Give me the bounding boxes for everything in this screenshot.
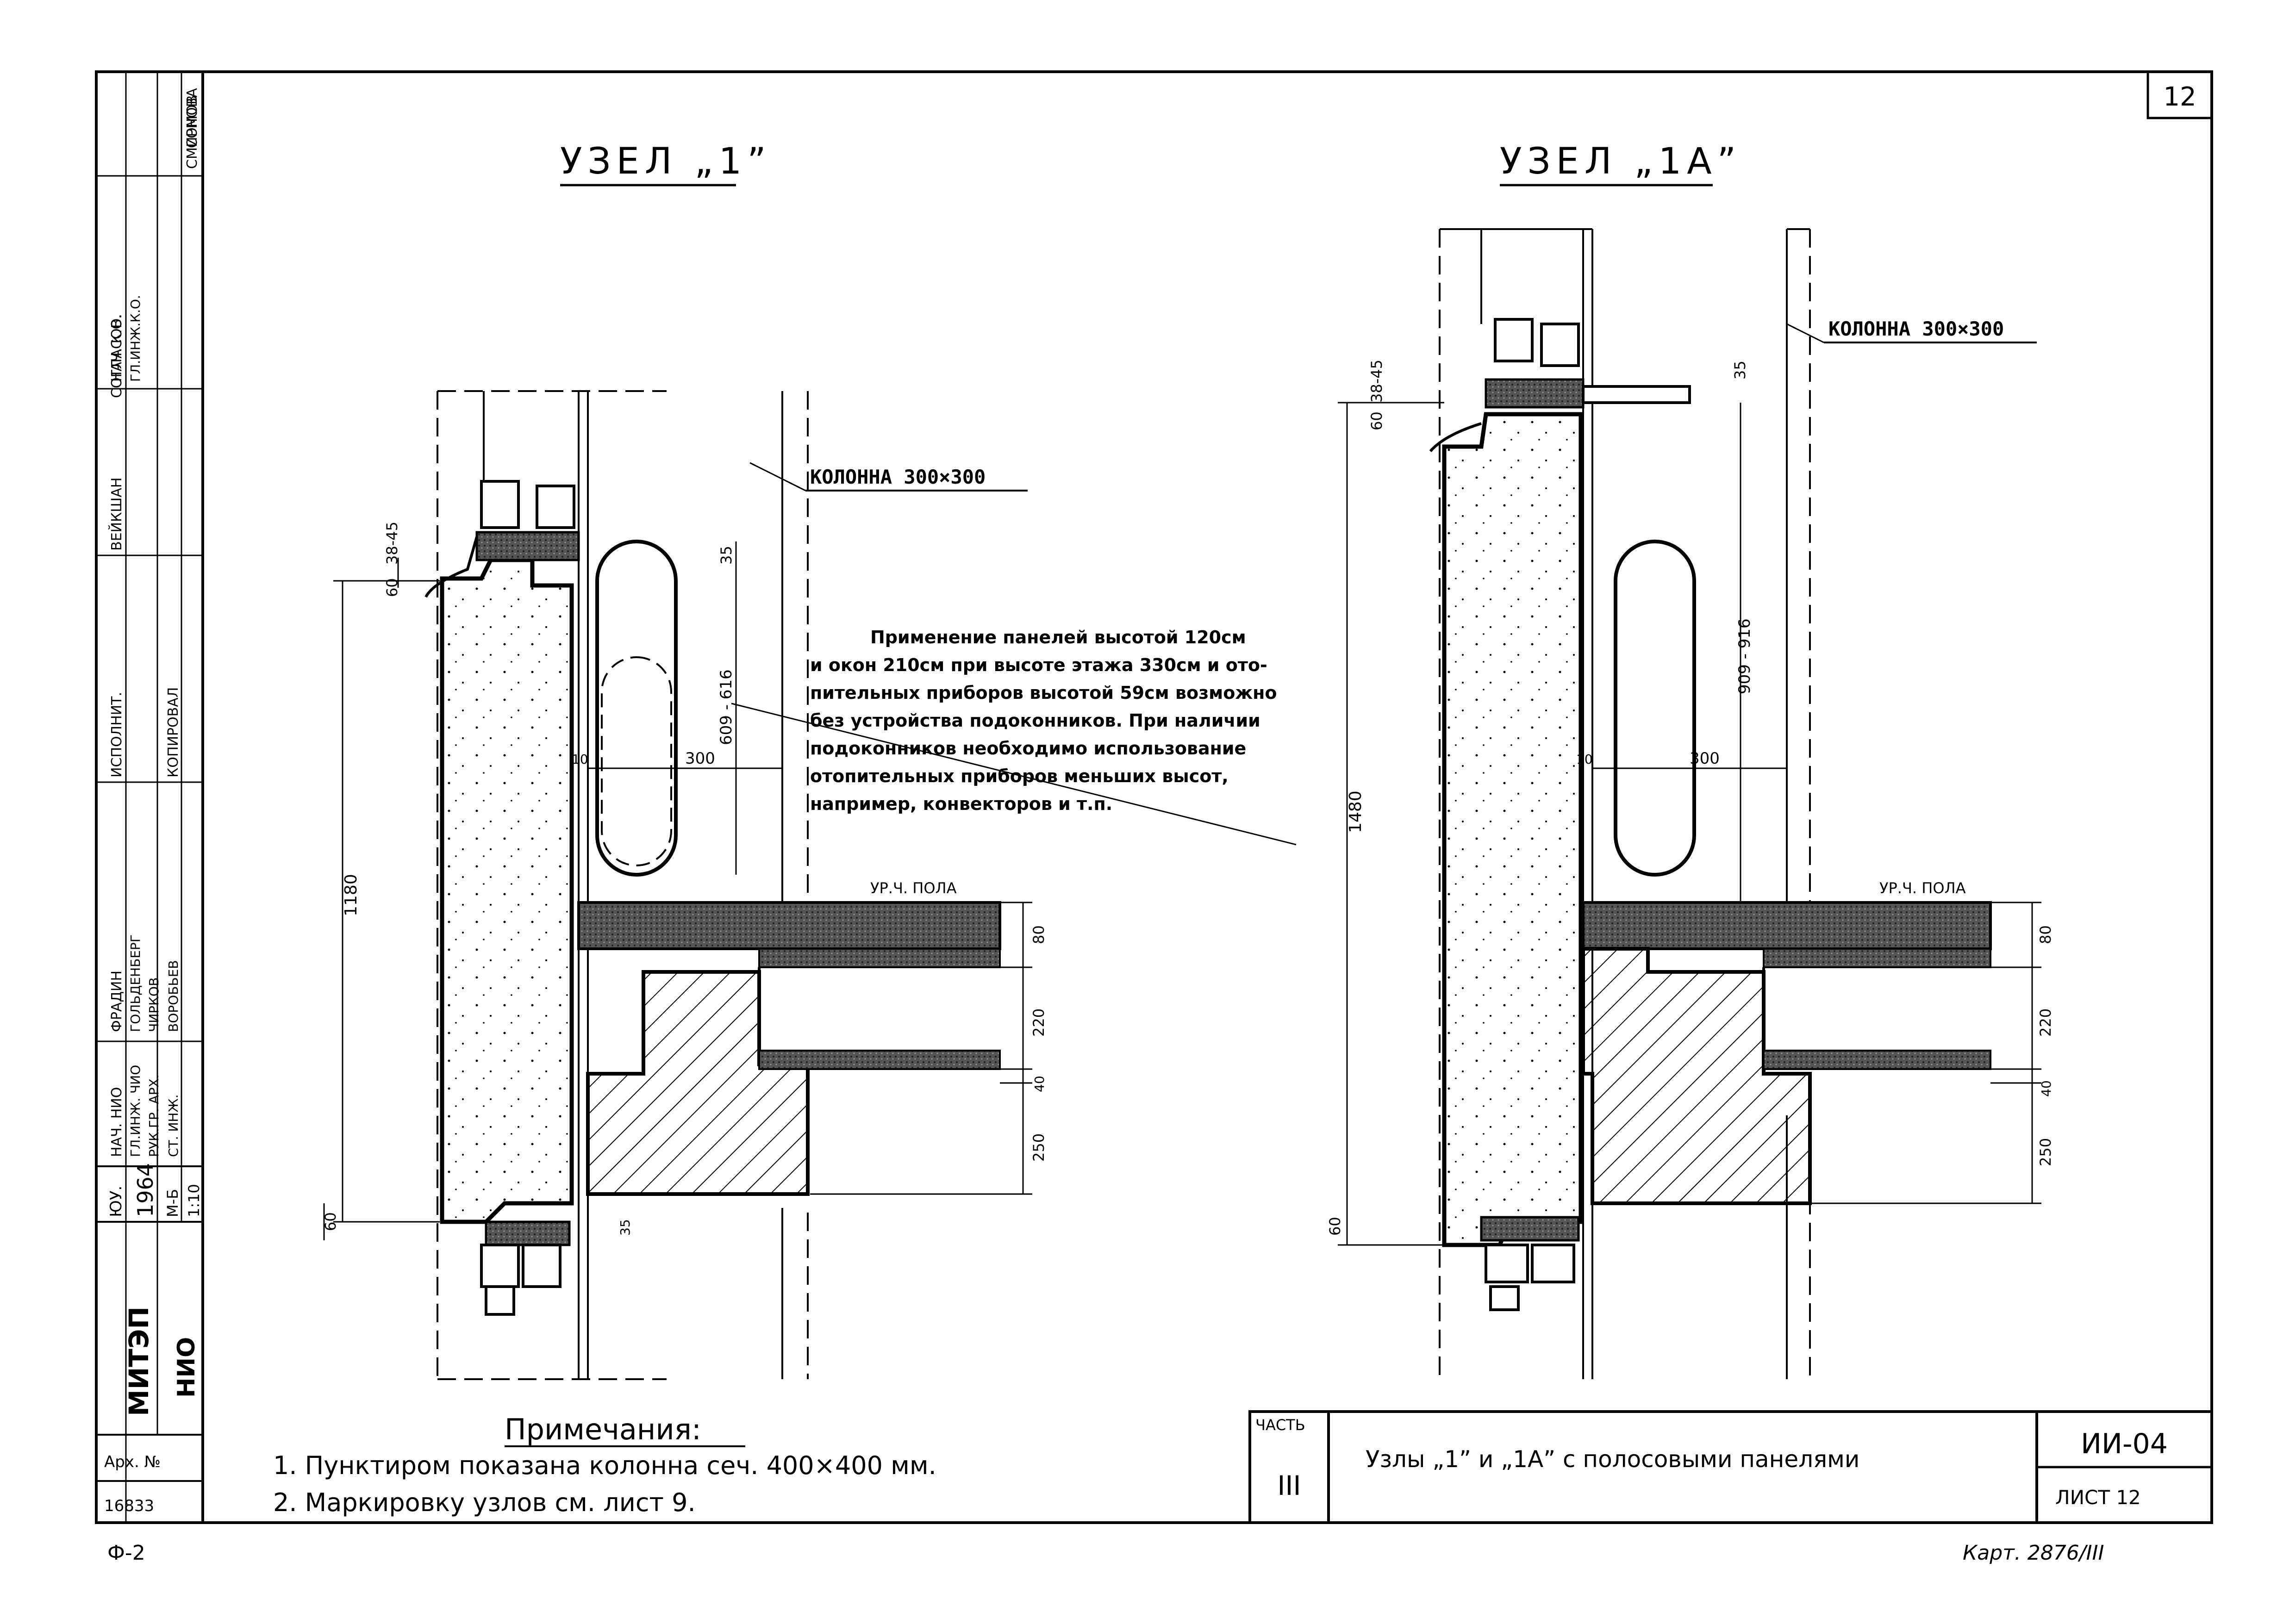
note-line-1: Применение панелей высотой 120см <box>870 627 1246 647</box>
footer-right-mark: Карт. 2876/III <box>1963 1541 2104 1565</box>
dim-300-right: 300 <box>1690 749 1720 768</box>
note-line-5: подоконников необходимо использование <box>810 738 1246 759</box>
stamp-scale-label: М-Б <box>164 1189 181 1217</box>
sheet-frame <box>95 70 2213 1524</box>
stamp-role-8: НАЧ. К.О. <box>109 314 125 382</box>
note-line-7: например, конвекторов и т.п. <box>810 794 1112 814</box>
node-right: УЗЕЛ „1А” <box>1326 141 2054 1379</box>
node-left: УЗЕЛ „1” <box>322 141 1297 1380</box>
dim-1180: 1180 <box>342 874 361 916</box>
stamp-name-7: ВЕЙКШАН <box>108 478 125 551</box>
stamp-role-9: ГЛ.ИНЖ.К.О. <box>128 295 143 382</box>
window-frame-bottom-left <box>480 1220 571 1316</box>
dim-250-right: 250 <box>2037 1138 2054 1166</box>
window-frame-bottom-right <box>1480 1216 1580 1311</box>
column-label-left: КОЛОННА 300×300 <box>810 466 986 488</box>
dim-38-45-right: 38-45 <box>1368 360 1385 403</box>
dim-80-left: 80 <box>1030 925 1048 944</box>
stamp-role-2: ГЛ.ИНЖ. ЧИО <box>128 1065 143 1157</box>
beam-left <box>586 970 810 1196</box>
stamp-name-4: ВОРОБЬЕВ <box>166 960 181 1033</box>
stamp-role-5: ИСПОЛНИТ. <box>109 692 125 778</box>
stamp-role-7: СОГЛАСОВ. <box>109 314 125 398</box>
dim-60-bottom-right: 60 <box>1326 1217 1344 1236</box>
stamp-year-label: ЮУ. <box>107 1186 125 1217</box>
dim-60-top-right: 60 <box>1368 411 1385 430</box>
stamp-name-3: ЧИРКОВ <box>146 977 162 1032</box>
notes-block: Примечания: 1. Пунктиром показана колонн… <box>273 1412 936 1517</box>
stamp-name-2: ГОЛЬДЕНБЕРГ <box>128 934 143 1032</box>
dim-35-top-right: 35 <box>1731 361 1749 380</box>
sheet-number-box: 12 <box>2146 70 2213 119</box>
window-sill-board-right <box>1582 385 1691 404</box>
dim-35-bottom-left: 35 <box>618 1219 633 1236</box>
note-line-2: и окон 210см при высоте этажа 330см и от… <box>810 655 1267 675</box>
stamp-arch-label: Арх. № <box>104 1453 161 1471</box>
stamp-year: 1964 <box>133 1163 158 1217</box>
radiator-left <box>595 540 678 877</box>
title-block-code: ИИ-04 <box>2081 1428 2168 1460</box>
dim-38-45-left: 38-45 <box>383 522 401 565</box>
sheet-number: 12 <box>2163 82 2196 112</box>
dim-609-616: 609 - 616 <box>717 669 736 745</box>
window-frame-top-right <box>1429 318 1691 452</box>
title-block-title: Узлы „1” и „1А” с полосовыми панелями <box>1366 1446 1859 1473</box>
dim-909-916: 909 - 916 <box>1735 618 1754 694</box>
dim-1480: 1480 <box>1346 790 1365 833</box>
stamp-name-1: ФРАДИН <box>109 971 125 1032</box>
note-line-6: отопительных приборов меньших высот, <box>810 766 1229 786</box>
title-block: ЧАСТЬ III Узлы „1” и „1А” с полосовыми п… <box>1248 1410 2213 1524</box>
wall-panel-right <box>1442 412 1583 1247</box>
stamp-role-3: РУК.ГР. АРХ. <box>146 1074 162 1157</box>
footer-left-mark: Ф-2 <box>107 1541 145 1565</box>
floor-slab-left <box>577 901 1001 950</box>
hollow-slab-left <box>758 948 1001 1070</box>
stamp-role-1: НАЧ. НИО <box>109 1087 125 1157</box>
stamp-scale: 1:10 <box>185 1184 203 1217</box>
floor-label-right: УР.Ч. ПОЛА <box>1879 879 1966 897</box>
title-block-part-label: ЧАСТЬ <box>1255 1416 1305 1434</box>
radiator-right <box>1614 540 1696 877</box>
floor-label-left: УР.Ч. ПОЛА <box>870 879 957 897</box>
stamp-name-8: СМИРНОВА <box>184 88 200 169</box>
node-left-title: УЗЕЛ „1” <box>560 141 772 182</box>
footer: Ф-2 Карт. 2876/III <box>107 1541 2104 1565</box>
window-frame-top-left <box>424 480 580 598</box>
hollow-slab-right <box>1762 948 1991 1070</box>
dim-10-left: 10 <box>572 752 588 767</box>
stamp-role-6: КОПИРОВАЛ <box>165 687 181 778</box>
dim-10-right: 10 <box>1576 752 1593 767</box>
dim-80-right: 80 <box>2037 925 2054 944</box>
dim-60-bottom-left: 60 <box>322 1212 339 1231</box>
column-label-right: КОЛОННА 300×300 <box>1828 317 2004 340</box>
design-note: Применение панелей высотой 120см и окон … <box>810 627 1277 814</box>
stamp-role-4: СТ. ИНЖ. <box>166 1094 181 1157</box>
dim-35-top-left: 35 <box>718 546 735 565</box>
beam-right <box>1581 947 1812 1205</box>
stamp-name-9: СОМОВ <box>184 95 200 148</box>
dim-40-right: 40 <box>2039 1080 2054 1097</box>
stamp-dept: НИО <box>173 1337 200 1398</box>
dim-40-left: 40 <box>1032 1076 1047 1092</box>
floor-slab-right <box>1582 901 1992 950</box>
note-line-3: пительных приборов высотой 59см возможно <box>810 683 1277 703</box>
title-block-sheet: ЛИСТ 12 <box>2055 1486 2141 1509</box>
wall-panel-left <box>440 558 574 1224</box>
note-item-1: 1. Пунктиром показана колонна сеч. 400×4… <box>273 1451 936 1480</box>
dim-250-left: 250 <box>1030 1133 1048 1162</box>
dim-60-top-left: 60 <box>383 578 401 597</box>
dim-300-left: 300 <box>685 749 715 768</box>
dim-220-right: 220 <box>2037 1008 2054 1037</box>
dim-220-left: 220 <box>1030 1008 1048 1037</box>
notes-heading: Примечания: <box>505 1412 701 1446</box>
node-right-title: УЗЕЛ „1А” <box>1500 141 1741 182</box>
side-stamp: МИТЭП НИО ЮУ. 1964 М-Б 1:10 Арх. № 16833… <box>96 72 203 1523</box>
note-item-2: 2. Маркировку узлов см. лист 9. <box>273 1488 696 1517</box>
title-block-part: III <box>1277 1470 1301 1501</box>
stamp-org: МИТЭП <box>123 1307 155 1416</box>
stamp-arch-no: 16833 <box>104 1497 154 1515</box>
note-line-4: без устройства подоконников. При наличии <box>810 710 1260 731</box>
